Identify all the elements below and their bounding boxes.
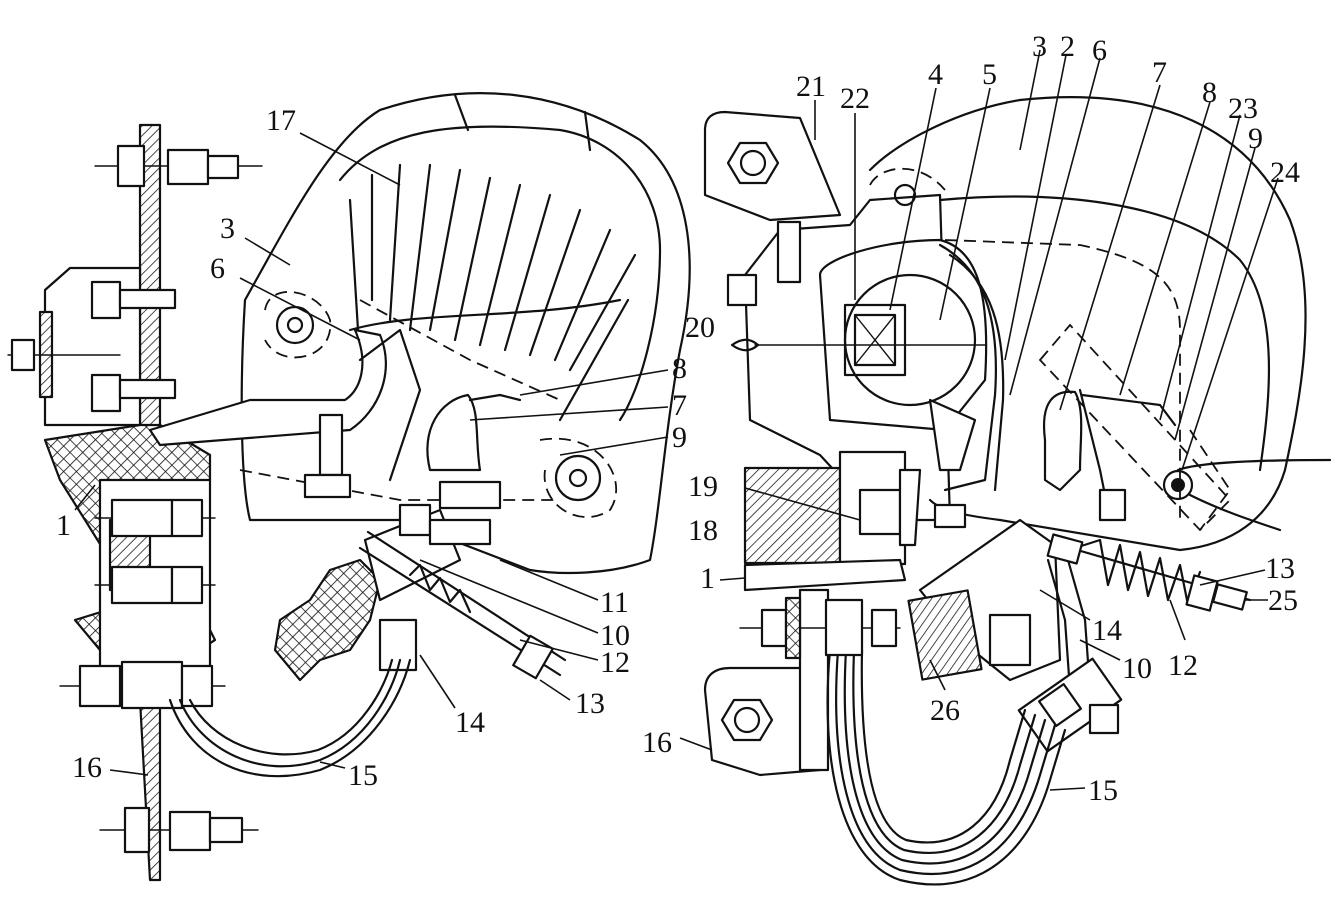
right-label-10: 10 bbox=[1122, 652, 1152, 685]
right-label-18: 18 bbox=[688, 514, 718, 547]
right-label-13: 13 bbox=[1265, 552, 1295, 585]
terminal-clamp bbox=[1017, 657, 1123, 753]
right-label-4: 4 bbox=[928, 58, 943, 91]
arc-chute-shell bbox=[240, 92, 691, 575]
right-label-25: 25 bbox=[1268, 584, 1298, 617]
left-label-7: 7 bbox=[672, 389, 687, 422]
arc-chute-shell-right bbox=[868, 96, 1307, 552]
right-label-24: 24 bbox=[1270, 156, 1300, 189]
left-label-6: 6 bbox=[210, 252, 225, 285]
right-view bbox=[703, 96, 1332, 886]
left-label-17: 17 bbox=[266, 104, 296, 137]
mid-bolts bbox=[59, 498, 226, 710]
left-label-9: 9 bbox=[672, 421, 687, 454]
left-label-3: 3 bbox=[220, 212, 235, 245]
spring-12-right bbox=[1046, 533, 1252, 612]
part-labels: 17 3 6 8 7 9 1 11 10 12 13 14 15 16 21 2… bbox=[56, 30, 1300, 807]
right-label-2: 2 bbox=[1060, 30, 1075, 63]
left-label-15: 15 bbox=[348, 759, 378, 792]
right-label-8: 8 bbox=[1202, 76, 1217, 109]
top-bolt bbox=[94, 144, 263, 188]
spring-12 bbox=[408, 563, 472, 614]
left-label-1: 1 bbox=[56, 509, 71, 542]
left-label-13: 13 bbox=[575, 687, 605, 720]
square-shaft-4 bbox=[843, 303, 907, 377]
bracket-21-nut bbox=[726, 141, 780, 185]
right-label-23: 23 bbox=[1228, 92, 1258, 125]
block-26 bbox=[907, 589, 983, 681]
right-label-20: 20 bbox=[685, 311, 715, 344]
right-label-26: 26 bbox=[930, 694, 960, 727]
leader-lines bbox=[74, 49, 1279, 791]
left-label-10: 10 bbox=[600, 619, 630, 652]
right-label-3: 3 bbox=[1032, 30, 1047, 63]
right-label-21: 21 bbox=[796, 70, 826, 103]
base-1 bbox=[743, 558, 907, 592]
flexible-lead-15-right bbox=[824, 598, 1067, 886]
coil-holder-14 bbox=[273, 558, 382, 682]
left-label-14: 14 bbox=[455, 706, 485, 739]
right-label-15: 15 bbox=[1088, 774, 1118, 807]
horn-6-right bbox=[938, 243, 997, 492]
left-label-12: 12 bbox=[600, 646, 630, 679]
right-label-12: 12 bbox=[1168, 649, 1198, 682]
right-label-9: 9 bbox=[1248, 122, 1263, 155]
right-label-1: 1 bbox=[700, 562, 715, 595]
right-label-6: 6 bbox=[1092, 34, 1107, 67]
left-label-8: 8 bbox=[672, 352, 687, 385]
bottom-bolt bbox=[99, 806, 259, 854]
right-label-5: 5 bbox=[982, 58, 997, 91]
bracket-16-nut bbox=[720, 698, 774, 742]
left-view bbox=[7, 92, 691, 882]
horn-6 bbox=[148, 328, 387, 447]
flexible-lead-15 bbox=[168, 658, 412, 778]
moving-contact-7-right bbox=[1042, 390, 1083, 492]
left-label-16: 16 bbox=[72, 751, 102, 784]
support-block-18 bbox=[743, 466, 842, 565]
moving-contact-7 bbox=[426, 393, 482, 472]
right-label-14: 14 bbox=[1092, 614, 1122, 647]
right-label-16: 16 bbox=[642, 726, 672, 759]
right-label-19: 19 bbox=[688, 470, 718, 503]
splitter-plates bbox=[348, 163, 637, 422]
right-label-22: 22 bbox=[840, 82, 870, 115]
right-label-7: 7 bbox=[1152, 56, 1167, 89]
left-label-11: 11 bbox=[600, 586, 629, 619]
